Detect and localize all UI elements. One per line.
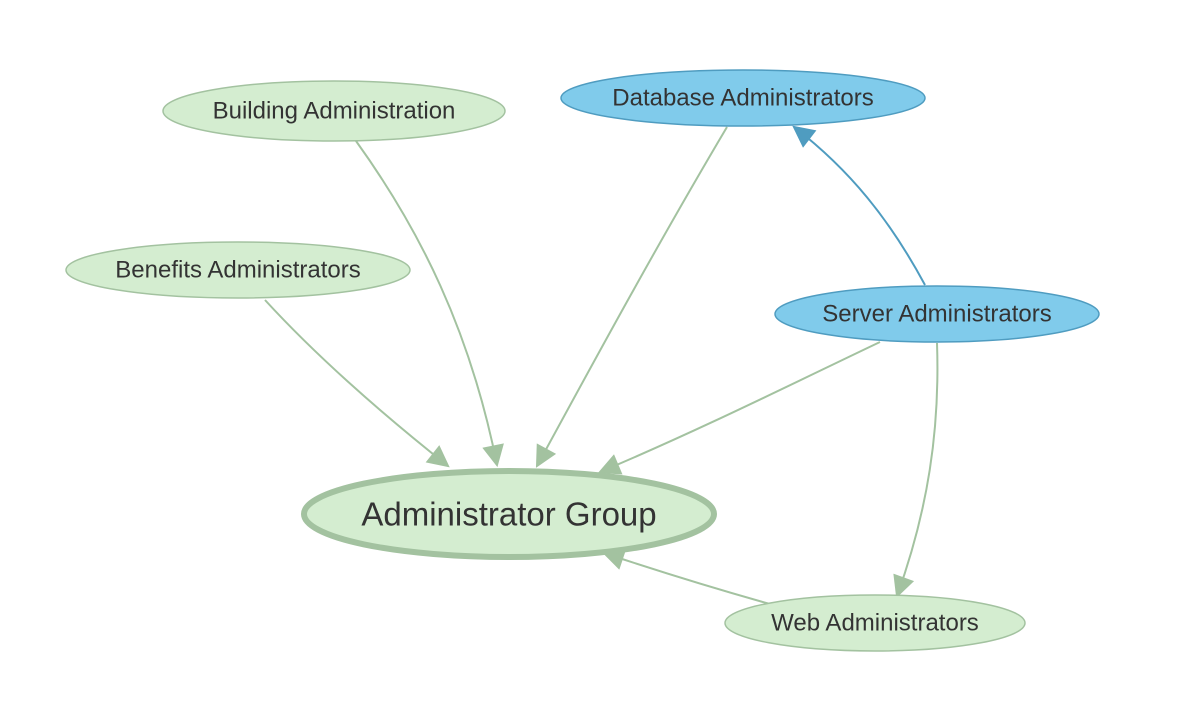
node-benefits[interactable]: Benefits Administrators	[65, 241, 411, 299]
node-label: Administrator Group	[361, 496, 656, 533]
edge-server-to-database	[792, 125, 926, 286]
node-label: Building Administration	[213, 98, 456, 125]
edge-database-to-admin	[535, 126, 728, 468]
node-ellipse	[774, 285, 1100, 343]
node-ellipse	[65, 241, 411, 299]
node-label: Database Administrators	[612, 85, 873, 112]
edge-server-to-web	[893, 342, 939, 599]
edge-building-to-admin	[355, 140, 504, 468]
node-web[interactable]: Web Administrators	[724, 594, 1026, 652]
edge-benefits-to-admin	[264, 299, 450, 468]
node-ellipse	[724, 594, 1026, 652]
node-ellipse	[560, 69, 926, 127]
edge-web-to-admin	[601, 548, 771, 605]
node-label: Server Administrators	[822, 301, 1051, 328]
node-building[interactable]: Building Administration	[162, 80, 506, 142]
node-label: Web Administrators	[771, 610, 979, 637]
node-server[interactable]: Server Administrators	[774, 285, 1100, 343]
edge-server-to-admin	[597, 341, 881, 475]
node-admin[interactable]: Administrator Group	[301, 468, 717, 560]
node-ellipse	[162, 80, 506, 142]
node-ellipse	[301, 468, 717, 560]
node-label: Benefits Administrators	[115, 257, 360, 284]
node-database[interactable]: Database Administrators	[560, 69, 926, 127]
